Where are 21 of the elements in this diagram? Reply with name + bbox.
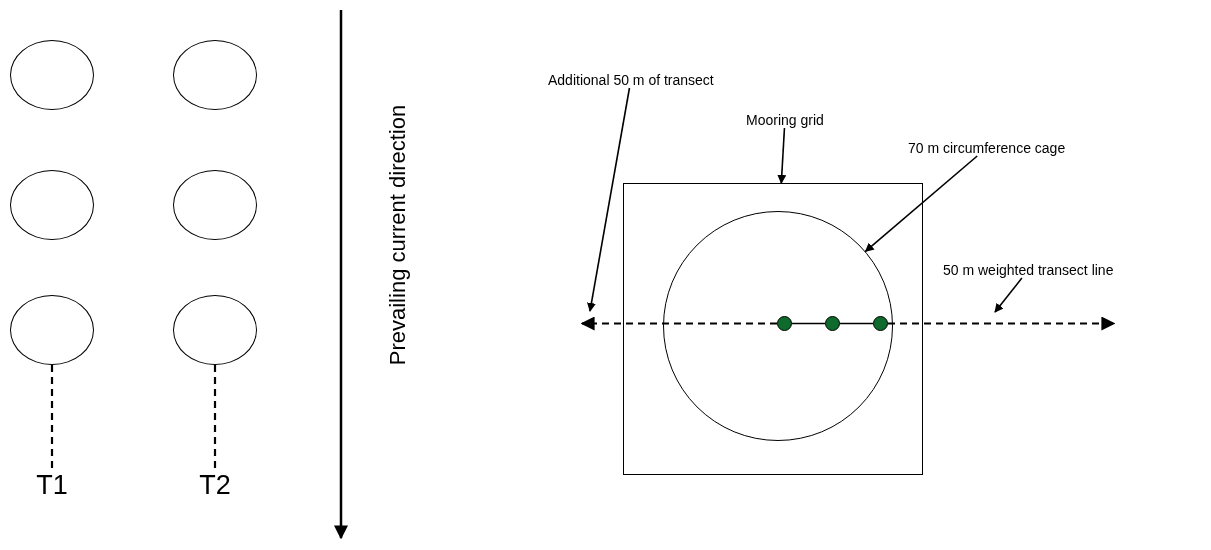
mooring-point-dot — [825, 316, 840, 331]
callout-text: Mooring grid — [746, 112, 824, 128]
transect-line — [791, 322, 826, 325]
leader-arrow — [994, 277, 1023, 313]
callout-text: 70 m circumference cage — [908, 140, 1066, 156]
callout-text: Additional 50 m of transect — [548, 72, 714, 88]
direction-label: Prevailing current direction — [385, 103, 411, 368]
transect-label: T1 — [22, 470, 82, 501]
callout-text: 50 m weighted transect line — [943, 262, 1114, 278]
transect-line — [839, 322, 874, 325]
mooring-point-dot — [777, 316, 792, 331]
leader-arrow — [777, 127, 787, 184]
transect-label: T2 — [185, 470, 245, 501]
mooring-grid-square — [623, 183, 923, 475]
leader-arrow — [587, 87, 631, 312]
leader-arrow — [864, 155, 978, 253]
dashed-line — [213, 365, 217, 470]
mooring-point-dot — [873, 316, 888, 331]
transect-arrow — [888, 316, 1116, 331]
dashed-line — [50, 365, 54, 470]
transect-arrow — [580, 316, 777, 331]
